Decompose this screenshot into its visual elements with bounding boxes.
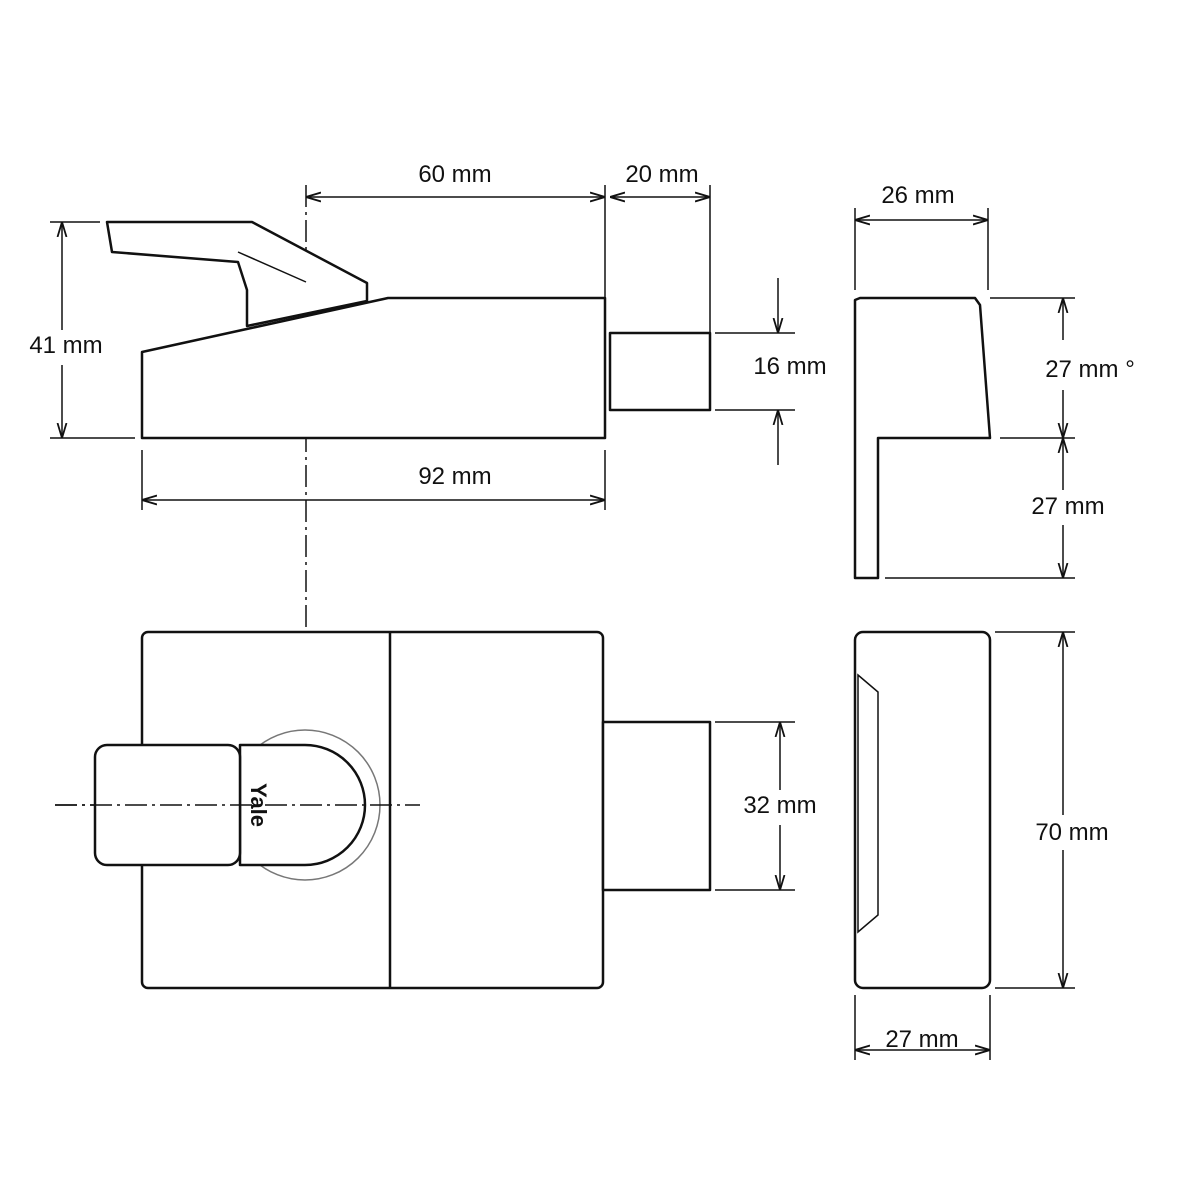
staple-side-view xyxy=(853,296,992,580)
bolt-front-view xyxy=(601,720,712,892)
bolt-side-view xyxy=(608,331,712,412)
label-60mm: 60 mm xyxy=(418,161,491,188)
label-27mm-staple: 27 mm xyxy=(885,1026,958,1053)
staple-front-view xyxy=(853,630,992,990)
handle-detail-line xyxy=(237,251,307,283)
lock-body-side-view xyxy=(140,296,607,440)
label-27mm-lower: 27 mm xyxy=(1031,493,1104,520)
staple-bevel xyxy=(857,673,879,934)
label-27mm-upper: 27 mm ° xyxy=(1045,356,1135,383)
label-20mm: 20 mm xyxy=(625,161,698,188)
label-16mm: 16 mm xyxy=(753,353,826,380)
label-26mm: 26 mm xyxy=(881,182,954,209)
label-70mm: 70 mm xyxy=(1035,819,1108,846)
yale-logo: Yale xyxy=(246,783,271,827)
handle-side-view xyxy=(105,220,369,328)
label-32mm: 32 mm xyxy=(743,792,816,819)
label-41mm: 41 mm xyxy=(29,332,102,359)
label-92mm: 92 mm xyxy=(418,463,491,490)
